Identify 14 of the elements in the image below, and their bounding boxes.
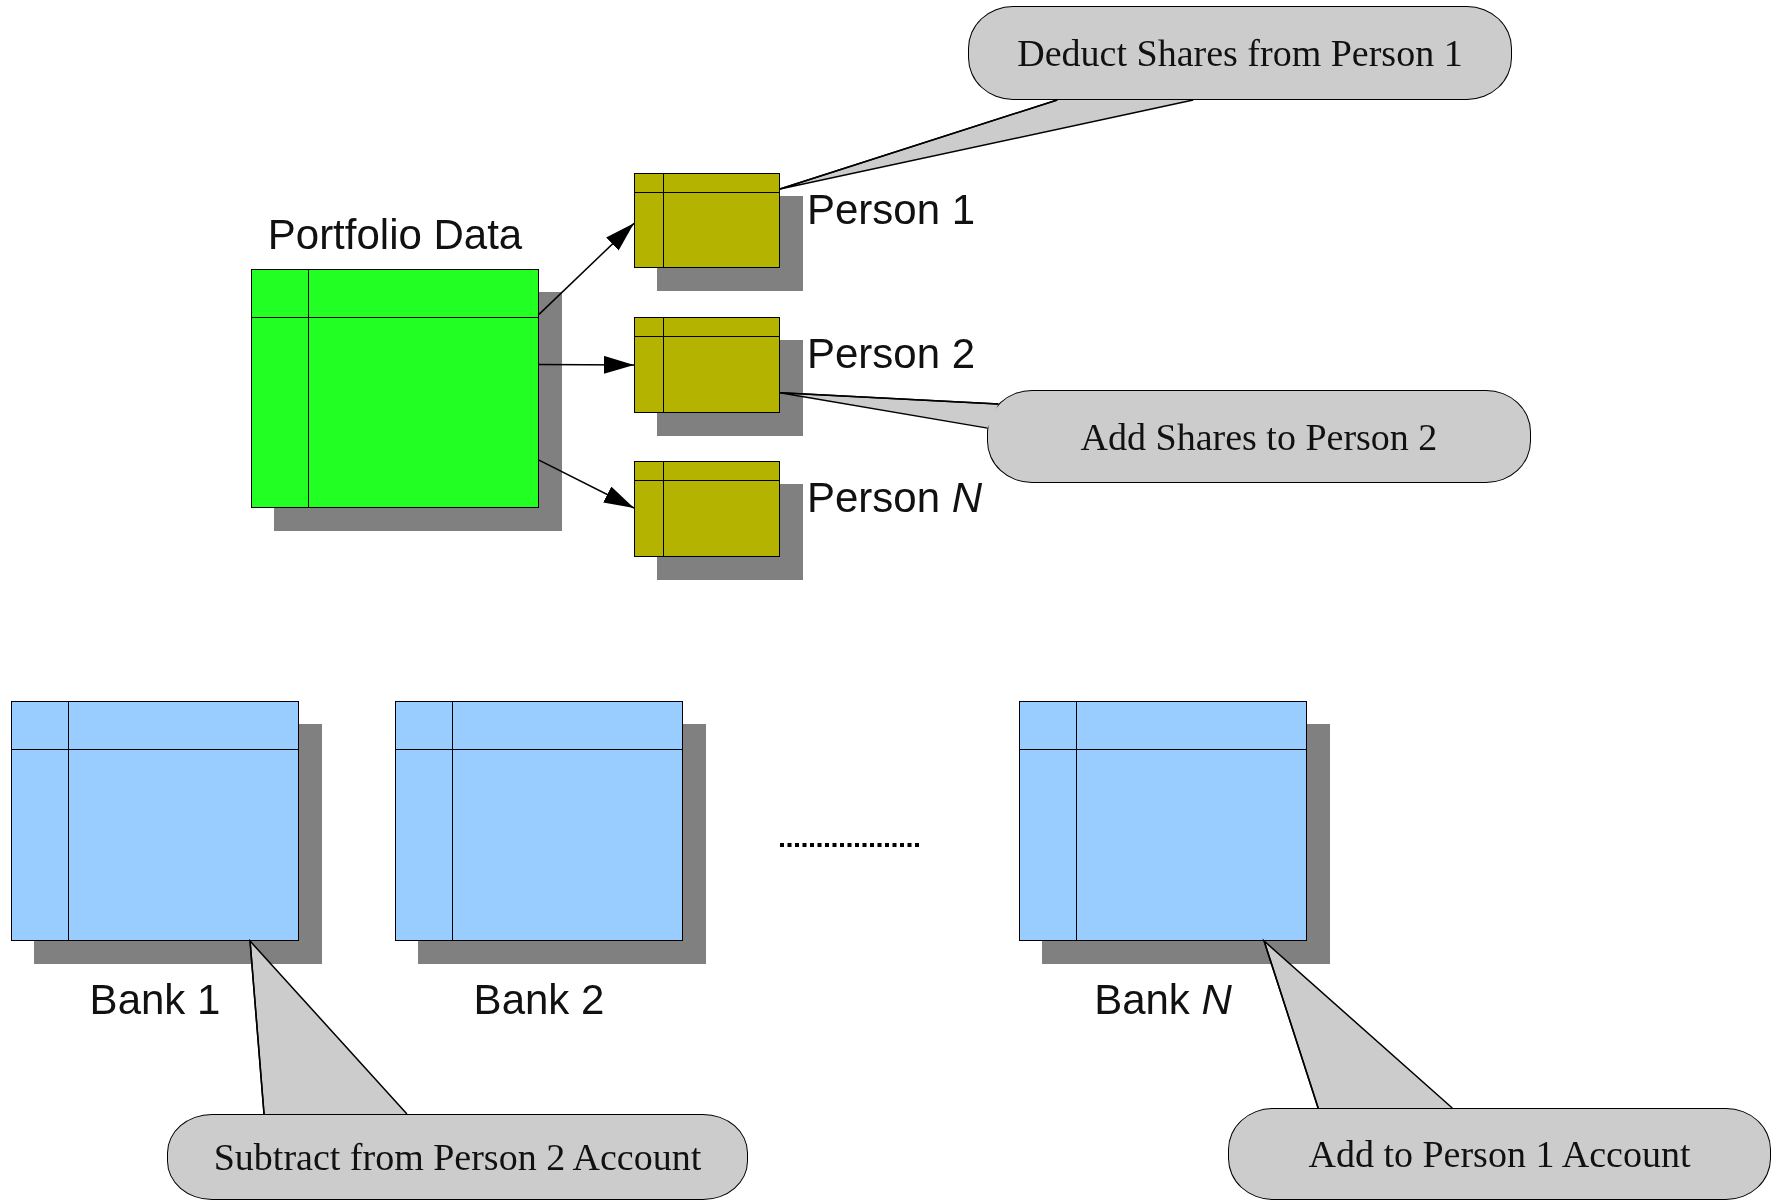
arrow — [538, 222, 635, 316]
table-heading: Bank N — [1094, 976, 1232, 1024]
table-heading: Portfolio Data — [267, 211, 523, 259]
callout-text: Subtract from Person 2 Account — [213, 1135, 702, 1179]
table-heading: Person 1 — [807, 186, 976, 234]
table-heading: Bank 2 — [473, 976, 605, 1024]
arrow — [538, 459, 635, 509]
callout-text: Deduct Shares from Person 1 — [1017, 31, 1463, 75]
table-heading: Person N — [807, 474, 983, 522]
arrow — [538, 355, 635, 374]
callout-text: Add Shares to Person 2 — [1080, 414, 1438, 459]
table-heading: Person 2 — [807, 330, 976, 378]
table-heading: Bank 1 — [89, 976, 221, 1024]
callout-text: Add to Person 1 Account — [1308, 1132, 1691, 1176]
